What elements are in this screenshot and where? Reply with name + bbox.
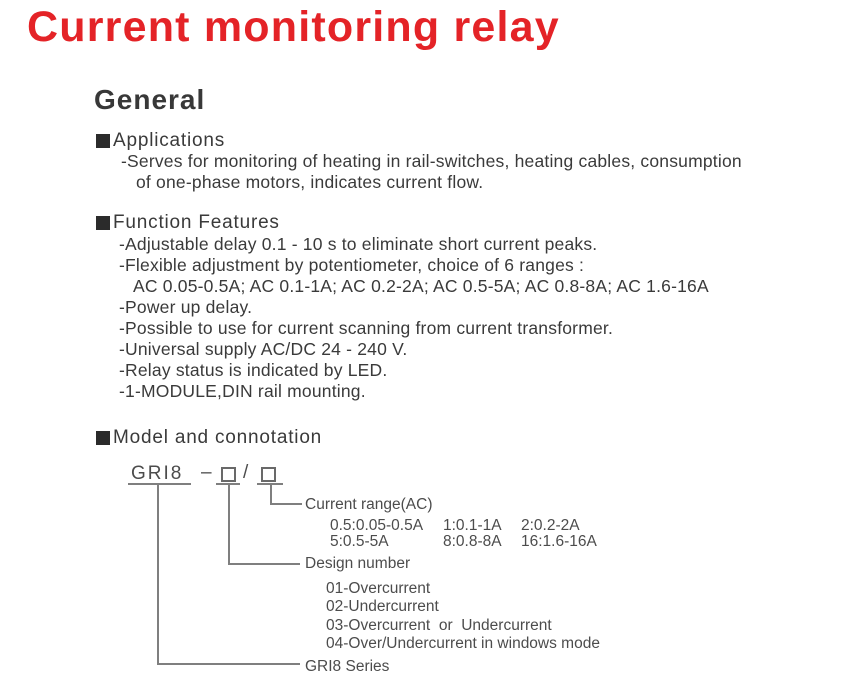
placeholder-box-icon — [261, 467, 276, 482]
feature-line: -1-MODULE,DIN rail mounting. — [119, 381, 366, 401]
current-range-label: Current range(AC) — [305, 496, 433, 513]
design-number-option: 03-Overcurrent or Undercurrent — [326, 617, 552, 634]
underline-range-box — [257, 483, 283, 485]
feature-line: -Possible to use for current scanning fr… — [119, 318, 614, 338]
model-dash-symbol: – — [201, 462, 212, 483]
applications-heading-label: Applications — [113, 130, 226, 151]
applications-section-heading: Applications — [96, 130, 225, 152]
current-range-option: 8:0.8-8A — [443, 533, 502, 550]
current-range-option: 0.5:0.05-0.5A — [330, 517, 424, 534]
connector-series-horizontal — [157, 663, 300, 665]
model-series-code: GRI8 — [131, 463, 184, 484]
function-features-heading-label: Function Features — [113, 212, 280, 233]
current-range-option: 1:0.1-1A — [443, 517, 502, 534]
placeholder-box-icon — [221, 467, 236, 482]
design-number-option: 01-Overcurrent — [326, 580, 431, 597]
underline-series — [128, 483, 191, 485]
design-number-option: 04-Over/Undercurrent in windows mode — [326, 635, 600, 652]
feature-line: -Universal supply AC/DC 24 - 240 V. — [119, 339, 408, 359]
section-bullet-icon — [96, 215, 110, 230]
connector-design-vertical — [228, 485, 230, 565]
underline-design-box — [216, 483, 240, 485]
series-label: GRI8 Series — [305, 658, 390, 675]
connector-range-vertical — [270, 485, 272, 505]
applications-line: -Serves for monitoring of heating in rai… — [121, 151, 742, 171]
design-number-label: Design number — [305, 555, 411, 572]
current-range-option: 2:0.2-2A — [521, 517, 580, 534]
page-title: Current monitoring relay — [27, 3, 560, 51]
model-slash-symbol: / — [243, 462, 249, 483]
feature-line: -Power up delay. — [119, 297, 253, 317]
design-number-option: 02-Undercurrent — [326, 598, 439, 615]
connector-range-horizontal — [270, 503, 302, 505]
feature-line: -Flexible adjustment by potentiometer, c… — [119, 255, 585, 275]
current-range-option: 5:0.5-5A — [330, 533, 389, 550]
feature-line: -Relay status is indicated by LED. — [119, 360, 388, 380]
general-heading: General — [94, 84, 206, 115]
feature-line: AC 0.05-0.5A; AC 0.1-1A; AC 0.2-2A; AC 0… — [133, 276, 709, 296]
feature-line: -Adjustable delay 0.1 - 10 s to eliminat… — [119, 234, 598, 254]
connector-design-horizontal — [228, 563, 300, 565]
applications-line: of one-phase motors, indicates current f… — [136, 172, 484, 192]
section-bullet-icon — [96, 430, 110, 445]
current-range-option: 16:1.6-16A — [521, 533, 597, 550]
connector-series-vertical — [157, 485, 159, 665]
model-heading-label: Model and connotation — [113, 427, 323, 448]
section-bullet-icon — [96, 133, 110, 148]
model-section-heading: Model and connotation — [96, 427, 322, 449]
function-features-section-heading: Function Features — [96, 212, 280, 234]
